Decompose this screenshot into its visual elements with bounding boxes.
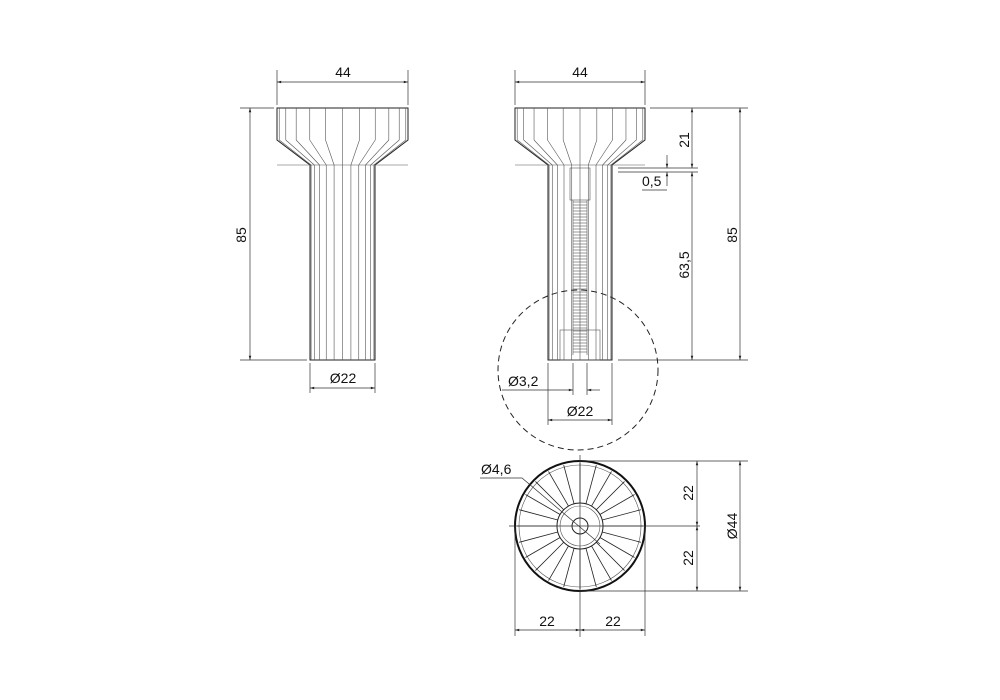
left-half-label: 22 [539, 613, 555, 629]
knurl-lines [277, 108, 408, 360]
lower-half-label: 22 [680, 550, 696, 566]
stem-diameter-label: Ø22 [567, 403, 594, 419]
screw-diameter-label: Ø3,2 [508, 373, 539, 389]
width-label: 44 [335, 64, 351, 80]
gap-label: 0,5 [642, 173, 662, 189]
bottom-view: Ø4,6 22 22 Ø44 22 22 [480, 455, 748, 637]
detail-circle [497, 289, 659, 451]
width-label: 44 [572, 64, 588, 80]
stem-diameter-label: Ø22 [330, 370, 357, 386]
hole-diameter-label: Ø4,6 [481, 461, 512, 477]
diameter-label: Ø44 [724, 513, 740, 540]
right-half-label: 22 [605, 613, 621, 629]
side-view-section: 44 21 0,5 63,5 85 Ø3,2 Ø22 [497, 64, 748, 451]
head-height-label: 21 [676, 132, 692, 148]
screw-thread [572, 200, 588, 355]
height-label: 85 [233, 227, 249, 243]
side-view-left: 44 85 Ø22 [233, 64, 409, 393]
upper-half-label: 22 [680, 485, 696, 501]
stem-height-label: 63,5 [676, 251, 692, 278]
height-label: 85 [724, 227, 740, 243]
knurl-lines [515, 108, 645, 360]
